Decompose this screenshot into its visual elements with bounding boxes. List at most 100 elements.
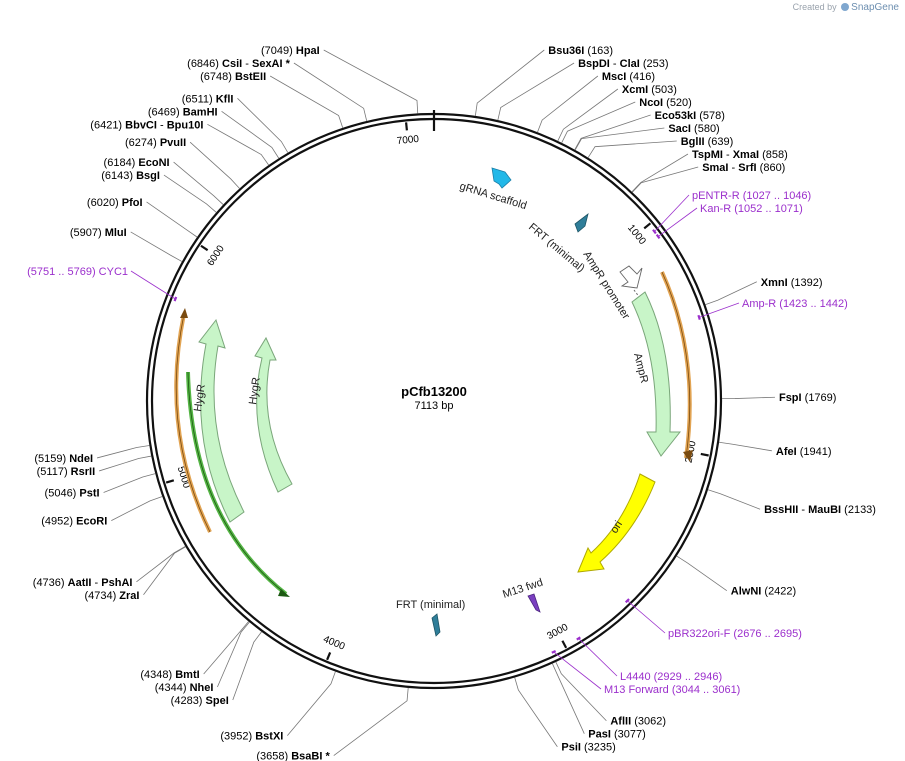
site-label[interactable]: AflII (3062) xyxy=(610,716,666,728)
restriction-site[interactable]: XmnI (1392) xyxy=(761,277,823,289)
frt-minimal-feature-1[interactable] xyxy=(574,212,589,233)
restriction-site[interactable]: (6421) BbvCI - Bpu10I xyxy=(90,119,203,131)
restriction-site[interactable]: NcoI (520) xyxy=(639,97,692,109)
restriction-site[interactable]: (6511) KflI xyxy=(182,93,234,105)
site-label[interactable]: (6748) BstEII xyxy=(200,71,266,83)
site-label[interactable]: (6184) EcoNI xyxy=(104,157,170,169)
site-label[interactable]: Eco53kI (578) xyxy=(655,110,725,122)
grna-scaffold-feature[interactable] xyxy=(491,167,512,189)
restriction-site[interactable]: SacI (580) xyxy=(668,123,719,135)
primer-mark[interactable] xyxy=(697,314,701,320)
site-label[interactable]: (6421) BbvCI - Bpu10I xyxy=(90,119,203,131)
site-label[interactable]: (7049) HpaI xyxy=(261,45,320,57)
site-label[interactable]: (4348) BmtI xyxy=(140,669,199,681)
restriction-site[interactable]: AflII (3062) xyxy=(610,716,666,728)
primer-mark[interactable] xyxy=(173,296,178,302)
restriction-site[interactable]: (6143) BsgI xyxy=(101,170,160,182)
primer-mark[interactable] xyxy=(655,233,661,240)
restriction-site[interactable]: AfeI (1941) xyxy=(776,446,832,458)
site-label[interactable]: (4952) EcoRI xyxy=(41,516,107,528)
restriction-site[interactable]: (4283) SpeI xyxy=(171,695,229,707)
site-label[interactable]: (4734) ZraI xyxy=(84,590,139,602)
site-label[interactable]: BglII (639) xyxy=(681,136,734,148)
site-label[interactable]: AfeI (1941) xyxy=(776,446,832,458)
primer-label[interactable]: pENTR-R (1027 .. 1046) xyxy=(692,190,811,202)
hygr-feature-1[interactable] xyxy=(198,318,245,523)
restriction-site[interactable]: Eco53kI (578) xyxy=(655,110,725,122)
site-label[interactable]: AlwNI (2422) xyxy=(731,586,796,598)
restriction-site[interactable]: (5159) NdeI xyxy=(34,453,93,465)
restriction-site[interactable]: (3658) BsaBI * xyxy=(256,751,330,761)
site-label[interactable]: MscI (416) xyxy=(602,71,655,83)
restriction-site[interactable]: (4344) NheI xyxy=(155,682,214,694)
restriction-site[interactable]: BssHII - MauBI (2133) xyxy=(764,504,876,516)
site-label[interactable]: BspDI - ClaI (253) xyxy=(578,58,669,70)
restriction-site[interactable]: FspI (1769) xyxy=(779,392,836,404)
primer-label[interactable]: pBR322ori-F (2676 .. 2695) xyxy=(668,628,802,640)
restriction-site[interactable]: BglII (639) xyxy=(681,136,734,148)
restriction-site[interactable]: (5046) PstI xyxy=(45,488,100,500)
ori-feature[interactable] xyxy=(577,473,656,573)
restriction-site[interactable]: PasI (3077) xyxy=(588,729,646,741)
site-label[interactable]: (6846) CsiI - SexAI * xyxy=(187,58,290,70)
restriction-site[interactable]: (5907) MluI xyxy=(70,227,127,239)
restriction-site[interactable]: (4952) EcoRI xyxy=(41,516,107,528)
restriction-site[interactable]: (6846) CsiI - SexAI * xyxy=(187,58,290,70)
restriction-site[interactable]: AlwNI (2422) xyxy=(731,586,796,598)
site-label[interactable]: (6020) PfoI xyxy=(87,197,143,209)
site-label[interactable]: (4344) NheI xyxy=(155,682,214,694)
hygr-feature-2[interactable] xyxy=(254,336,293,493)
restriction-site[interactable]: TspMI - XmaI (858) xyxy=(692,149,788,161)
restriction-site[interactable]: (6020) PfoI xyxy=(87,197,143,209)
restriction-site[interactable]: SmaI - SrfI (860) xyxy=(702,162,785,174)
primer-mark[interactable] xyxy=(624,598,630,604)
restriction-site[interactable]: Bsu36I (163) xyxy=(548,45,613,57)
site-label[interactable]: (5117) RsrII xyxy=(37,466,96,478)
primer-mark[interactable] xyxy=(551,650,557,654)
primer-mark[interactable] xyxy=(652,229,657,235)
primer-label[interactable]: (5751 .. 5769) CYC1 xyxy=(27,266,128,278)
primer-label[interactable]: Amp-R (1423 .. 1442) xyxy=(742,298,848,310)
site-label[interactable]: (6511) KflI xyxy=(182,93,234,105)
primer-label[interactable]: Kan-R (1052 .. 1071) xyxy=(700,203,803,215)
site-label[interactable]: (6143) BsgI xyxy=(101,170,160,182)
primer-label[interactable]: L4440 (2929 .. 2946) xyxy=(620,671,722,683)
primer-mark[interactable] xyxy=(576,636,581,641)
site-label[interactable]: (3658) BsaBI * xyxy=(256,751,330,761)
restriction-site[interactable]: (6184) EcoNI xyxy=(104,157,170,169)
primer-label[interactable]: M13 Forward (3044 .. 3061) xyxy=(604,684,740,696)
site-label[interactable]: (5046) PstI xyxy=(45,488,100,500)
site-label[interactable]: XmnI (1392) xyxy=(761,277,823,289)
restriction-site[interactable]: BspDI - ClaI (253) xyxy=(578,58,669,70)
site-label[interactable]: SacI (580) xyxy=(668,123,719,135)
restriction-site[interactable]: PsiI (3235) xyxy=(561,742,615,754)
restriction-site[interactable]: (3952) BstXI xyxy=(220,731,283,743)
site-label[interactable]: FspI (1769) xyxy=(779,392,836,404)
site-label[interactable]: PsiI (3235) xyxy=(561,742,615,754)
restriction-site[interactable]: (7049) HpaI xyxy=(261,45,320,57)
site-label[interactable]: TspMI - XmaI (858) xyxy=(692,149,788,161)
site-label[interactable]: NcoI (520) xyxy=(639,97,692,109)
site-label[interactable]: Bsu36I (163) xyxy=(548,45,613,57)
restriction-site[interactable]: (4734) ZraI xyxy=(84,590,139,602)
site-label[interactable]: PasI (3077) xyxy=(588,729,646,741)
site-label[interactable]: (6274) PvuII xyxy=(125,137,186,149)
site-label[interactable]: (6469) BamHI xyxy=(148,106,218,118)
ampr-feature[interactable] xyxy=(631,291,682,457)
site-label[interactable]: (4283) SpeI xyxy=(171,695,229,707)
restriction-site[interactable]: (4348) BmtI xyxy=(140,669,199,681)
m13-fwd-feature[interactable] xyxy=(527,593,541,613)
restriction-site[interactable]: (6274) PvuII xyxy=(125,137,186,149)
restriction-site[interactable]: (6469) BamHI xyxy=(148,106,218,118)
site-label[interactable]: (5907) MluI xyxy=(70,227,127,239)
restriction-site[interactable]: XcmI (503) xyxy=(622,84,677,96)
restriction-site[interactable]: (4736) AatII - PshAI xyxy=(33,577,133,589)
site-label[interactable]: (4736) AatII - PshAI xyxy=(33,577,133,589)
site-label[interactable]: (3952) BstXI xyxy=(220,731,283,743)
restriction-site[interactable]: (5117) RsrII xyxy=(37,466,96,478)
restriction-site[interactable]: MscI (416) xyxy=(602,71,655,83)
site-label[interactable]: XcmI (503) xyxy=(622,84,677,96)
restriction-site[interactable]: (6748) BstEII xyxy=(200,71,266,83)
ampr-promoter-feature[interactable] xyxy=(619,265,643,289)
frt-minimal-feature-2[interactable] xyxy=(431,613,441,637)
